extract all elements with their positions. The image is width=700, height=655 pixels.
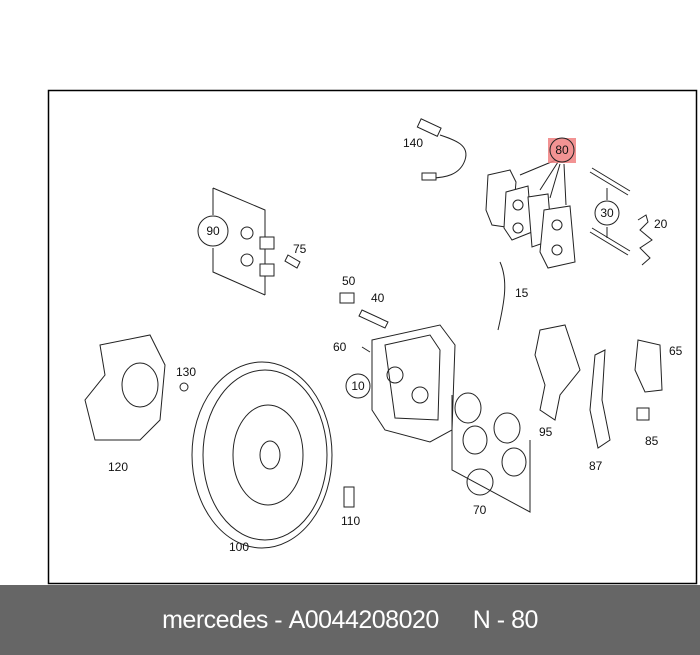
separator: - <box>267 605 289 634</box>
label-20[interactable]: 20 <box>654 217 668 231</box>
wear-sensor-part-140[interactable] <box>416 118 467 181</box>
bleeder-part-75[interactable] <box>284 254 301 269</box>
parts-diagram: 140 80 30 20 90 75 50 40 15 60 10 130 65… <box>47 89 698 585</box>
label-70[interactable]: 70 <box>473 503 487 517</box>
caliper-part-10[interactable] <box>371 324 456 443</box>
bolt-part-60[interactable] <box>361 346 371 353</box>
bleeder-part-40[interactable] <box>358 309 389 329</box>
label-30[interactable]: 30 <box>600 206 614 220</box>
carrier-part-95[interactable] <box>534 324 581 421</box>
callout-circle-80 <box>549 137 575 163</box>
seal-kit-part-70[interactable] <box>451 392 531 513</box>
label-95[interactable]: 95 <box>539 425 553 439</box>
brake-pads-part-80[interactable] <box>485 159 576 269</box>
shield-part-87[interactable] <box>589 349 611 449</box>
pad-part-65[interactable] <box>634 339 663 393</box>
steering-knuckle-part-120[interactable] <box>84 334 166 441</box>
label-100[interactable]: 100 <box>229 540 249 554</box>
label-65[interactable]: 65 <box>669 344 683 358</box>
bolt-part-130[interactable] <box>179 382 189 392</box>
bolt-part-85[interactable] <box>636 407 650 421</box>
bolt-part-110[interactable] <box>343 486 355 508</box>
position-label: N - 80 <box>472 605 539 634</box>
label-80[interactable]: 80 <box>555 143 569 157</box>
label-60[interactable]: 60 <box>333 340 347 354</box>
label-50[interactable]: 50 <box>342 274 356 288</box>
label-110[interactable]: 110 <box>341 514 360 528</box>
label-90[interactable]: 90 <box>206 224 220 238</box>
brake-disc-part-100[interactable] <box>191 361 333 549</box>
label-40[interactable]: 40 <box>371 291 385 305</box>
guide-pins-part-30[interactable] <box>589 167 631 256</box>
part-number: A0044208020 <box>288 605 440 634</box>
label-10[interactable]: 10 <box>351 379 365 393</box>
label-87[interactable]: 87 <box>589 459 603 473</box>
spring-part-20[interactable] <box>637 214 653 266</box>
brake-hose-part-15[interactable] <box>497 261 506 331</box>
part-caption: mercedes - A0044208020 N - 80 <box>0 585 700 655</box>
label-140[interactable]: 140 <box>403 136 423 150</box>
diagram-frame <box>47 89 698 585</box>
label-130[interactable]: 130 <box>176 365 196 379</box>
cap-part-50[interactable] <box>339 292 355 304</box>
label-85[interactable]: 85 <box>645 434 659 448</box>
repair-kit-part-90[interactable] <box>212 187 275 296</box>
brand: mercedes <box>162 605 268 634</box>
label-120[interactable]: 120 <box>108 460 128 474</box>
label-15[interactable]: 15 <box>515 286 529 300</box>
label-75[interactable]: 75 <box>293 242 307 256</box>
